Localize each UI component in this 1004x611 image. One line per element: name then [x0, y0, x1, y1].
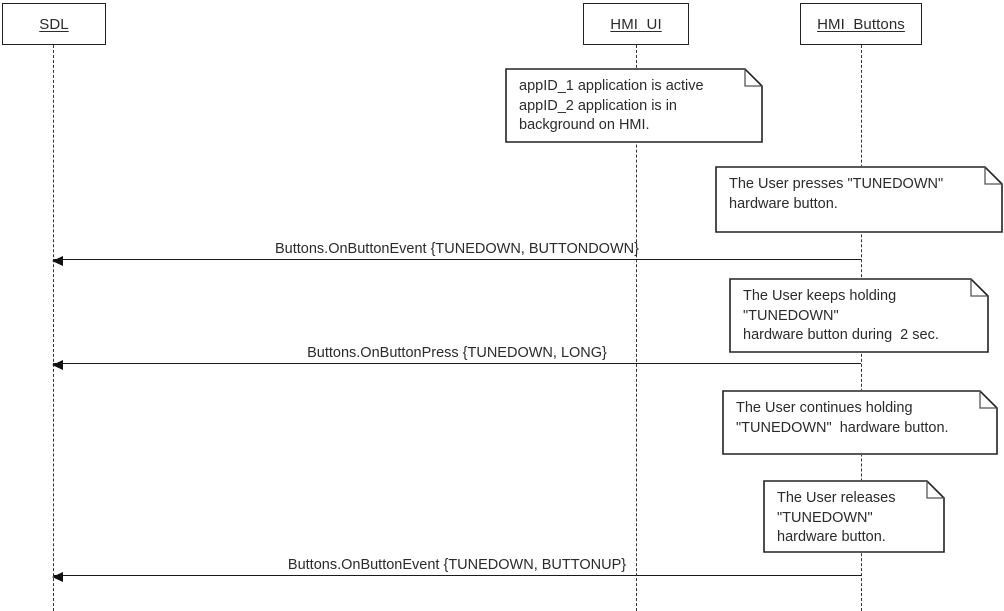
- note-shape: [722, 390, 998, 455]
- note-text: The User releases "TUNEDOWN" hardware bu…: [777, 490, 896, 545]
- note-shape: [505, 68, 763, 143]
- note-text: The User keeps holding "TUNEDOWN" hardwa…: [743, 288, 939, 343]
- message-label: Buttons.OnButtonPress {TUNEDOWN, LONG}: [307, 345, 607, 361]
- message-onbuttonevent-buttonup[interactable]: Buttons.OnButtonEvent {TUNEDOWN, BUTTONU…: [52, 546, 861, 582]
- message-label: Buttons.OnButtonEvent {TUNEDOWN, BUTTONU…: [287, 557, 627, 573]
- lifeline-title-hmi_buttons: HMI_Buttons: [817, 15, 905, 33]
- message-onbuttonpress-long[interactable]: Buttons.OnButtonPress {TUNEDOWN, LONG}: [52, 334, 861, 370]
- arrowhead-left-icon: [52, 255, 63, 266]
- arrowhead-left-icon: [52, 359, 63, 370]
- message-line: [52, 359, 861, 370]
- message-label: Buttons.OnButtonEvent {TUNEDOWN, BUTTOND…: [275, 241, 639, 257]
- note-shape: [729, 278, 989, 353]
- message-onbuttonevent-buttondown[interactable]: Buttons.OnButtonEvent {TUNEDOWN, BUTTOND…: [52, 230, 861, 266]
- note-user-presses-tunedown[interactable]: The User presses "TUNEDOWN" hardware but…: [715, 166, 1003, 233]
- note-user-keeps-holding[interactable]: The User keeps holding "TUNEDOWN" hardwa…: [729, 278, 989, 353]
- lifeline-line-sdl: [53, 45, 54, 611]
- message-line: [52, 255, 861, 266]
- note-user-continues-holding[interactable]: The User continues holding "TUNEDOWN" ha…: [722, 390, 998, 455]
- lifeline-head-hmi_buttons[interactable]: HMI_Buttons: [800, 3, 922, 45]
- note-user-releases[interactable]: The User releases "TUNEDOWN" hardware bu…: [763, 480, 945, 553]
- note-text: appID_1 application is active appID_2 ap…: [519, 78, 704, 133]
- message-line: [52, 571, 861, 582]
- note-shape: [715, 166, 1003, 233]
- lifeline-title-hmi_ui: HMI_UI: [610, 15, 662, 33]
- note-text: The User continues holding "TUNEDOWN" ha…: [736, 400, 949, 436]
- arrowhead-left-icon: [52, 571, 63, 582]
- note-applications-state[interactable]: appID_1 application is active appID_2 ap…: [505, 68, 763, 143]
- note-shape: [763, 480, 945, 553]
- lifeline-head-sdl[interactable]: SDL: [2, 3, 106, 45]
- lifeline-title-sdl: SDL: [39, 15, 69, 33]
- lifeline-head-hmi_ui[interactable]: HMI_UI: [583, 3, 689, 45]
- lifeline-line-hmi_ui: [636, 45, 637, 611]
- note-text: The User presses "TUNEDOWN" hardware but…: [729, 176, 944, 212]
